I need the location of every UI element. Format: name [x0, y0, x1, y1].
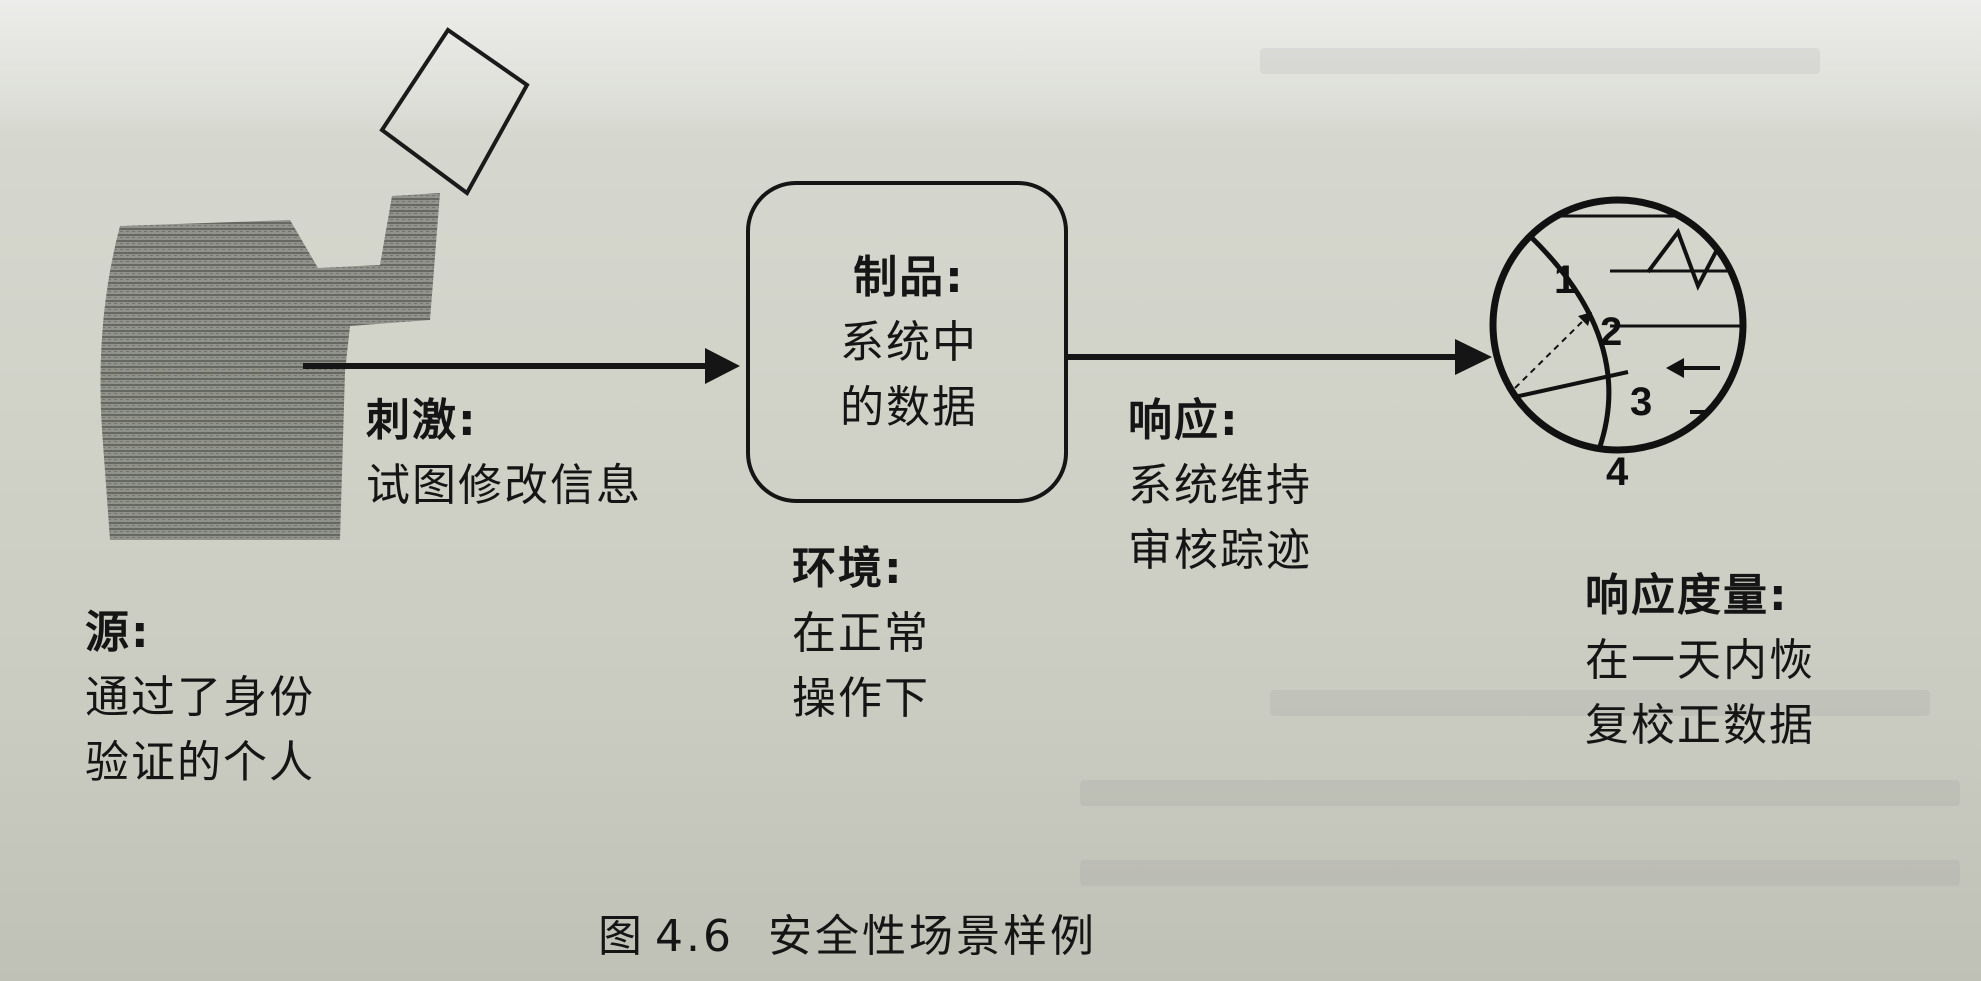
- response-measure-title: 响应度量:: [1585, 570, 1789, 621]
- bleed-through-line: [1260, 48, 1820, 74]
- gauge-number-3: 3: [1630, 380, 1652, 424]
- stimulus-line: 试图修改信息: [366, 460, 642, 511]
- source-label: 源: 通过了身份 验证的个人: [85, 600, 315, 795]
- stimulus-label: 刺激: 试图修改信息: [366, 388, 642, 518]
- gauge-number-2: 2: [1600, 310, 1622, 354]
- artifact-label: 制品: 系统中 的数据: [804, 245, 1014, 440]
- environment-label: 环境: 在正常 操作下: [792, 536, 930, 731]
- artifact-title: 制品:: [853, 252, 965, 303]
- gauge-icon: 1 2 3 4: [1489, 196, 1767, 494]
- source-line: 通过了身份: [85, 672, 315, 723]
- artifact-line: 系统中: [840, 317, 978, 368]
- stimulus-title: 刺激:: [366, 395, 478, 446]
- response-measure-label: 响应度量: 在一天内恢 复校正数据: [1585, 563, 1815, 758]
- bar-ticks: [1690, 455, 1767, 490]
- gauge-number-4: 4: [1606, 450, 1629, 494]
- response-arrow: [1066, 339, 1492, 375]
- artifact-line: 的数据: [840, 382, 978, 433]
- document-icon: [379, 27, 530, 196]
- response-measure-line: 复校正数据: [1585, 700, 1815, 751]
- environment-line: 操作下: [792, 673, 930, 724]
- figure-number: 4.6: [655, 911, 734, 962]
- bleed-through-line: [1080, 860, 1960, 886]
- source-title: 源:: [85, 607, 151, 658]
- artifact-box: [746, 181, 1068, 503]
- figure-label: 图: [598, 911, 645, 962]
- environment-title: 环境:: [792, 543, 904, 594]
- response-title: 响应:: [1128, 395, 1240, 446]
- figure-caption-text: 安全性场景样例: [767, 911, 1097, 962]
- environment-line: 在正常: [792, 608, 930, 659]
- bleed-through-line: [1080, 780, 1960, 806]
- response-label: 响应: 系统维持 审核踪迹: [1128, 388, 1312, 583]
- response-line: 审核踪迹: [1128, 525, 1312, 576]
- stimulus-arrow: [303, 348, 740, 384]
- response-line: 系统维持: [1128, 460, 1312, 511]
- response-measure-line: 在一天内恢: [1585, 635, 1815, 686]
- person-icon: [100, 193, 440, 540]
- gauge-number-1: 1: [1554, 258, 1576, 302]
- page-shadow: [0, 0, 1981, 135]
- source-line: 验证的个人: [85, 737, 315, 788]
- bleed-through-line: [1270, 690, 1930, 716]
